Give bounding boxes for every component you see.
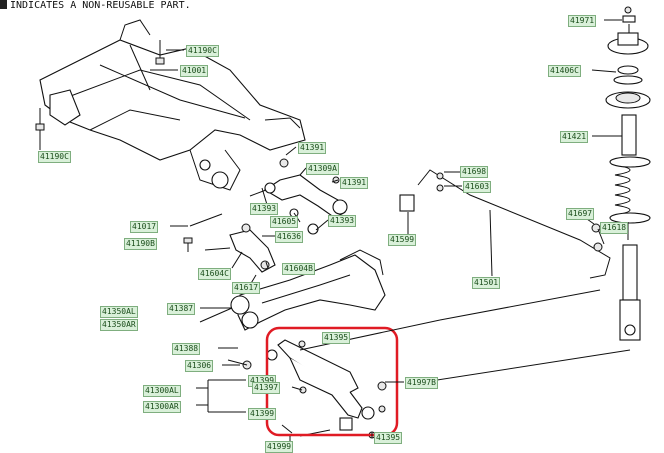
callout-41001[interactable]: 41001 [180, 65, 209, 77]
callout-41971[interactable]: 41971 [568, 15, 597, 27]
callout-41999[interactable]: 41999 [265, 441, 294, 453]
callout-41395-b[interactable]: 41395 [374, 432, 403, 444]
callout-41399-b[interactable]: 41399 [248, 408, 277, 420]
bolts-upper-left [35, 40, 165, 131]
callout-41698[interactable]: 41698 [460, 166, 489, 178]
callout-41309a[interactable]: 41309A [306, 163, 339, 175]
leader-lines [39, 19, 631, 446]
callout-41605[interactable]: 41605 [270, 216, 299, 228]
lower-arm-drawing [266, 339, 387, 439]
stabilizer-bar-drawing [399, 169, 611, 279]
note-text: INDICATES A NON-REUSABLE PART. [10, 0, 191, 11]
non-reusable-marker-icon [0, 0, 7, 9]
callout-41618[interactable]: 41618 [600, 222, 629, 234]
callout-41604b[interactable]: 41604B [282, 263, 315, 275]
callout-41397[interactable]: 41397 [252, 382, 281, 394]
callout-41300al[interactable]: 41300AL [143, 385, 181, 397]
knuckle-drawing [183, 223, 276, 273]
callout-41604c[interactable]: 41604C [198, 268, 231, 280]
callout-41387[interactable]: 41387 [167, 303, 196, 315]
strut-assembly-drawing [591, 6, 651, 341]
callout-41421[interactable]: 41421 [560, 131, 589, 143]
callout-41350ar[interactable]: 41350AR [100, 319, 138, 331]
callout-41190b[interactable]: 41190B [124, 238, 157, 250]
callout-41617[interactable]: 41617 [232, 282, 261, 294]
callout-41190c-left[interactable]: 41190C [38, 151, 71, 163]
callout-41603[interactable]: 41603 [463, 181, 492, 193]
callout-41306[interactable]: 41306 [185, 360, 214, 372]
callout-41393-b[interactable]: 41393 [328, 215, 357, 227]
callout-41406c[interactable]: 41406C [548, 65, 581, 77]
callout-41697[interactable]: 41697 [566, 208, 595, 220]
callout-41017[interactable]: 41017 [130, 221, 159, 233]
callout-41190c-top[interactable]: 41190C [186, 45, 219, 57]
rod-drawing [189, 213, 223, 227]
callout-41391-b[interactable]: 41391 [340, 177, 369, 189]
callout-41997b[interactable]: 41997B [405, 377, 438, 389]
callout-41636[interactable]: 41636 [275, 231, 304, 243]
non-reusable-note: INDICATES A NON-REUSABLE PART. [0, 0, 191, 11]
trailing-arm-drawing [227, 249, 386, 370]
callout-41599[interactable]: 41599 [388, 234, 417, 246]
crossmember-drawing [39, 19, 306, 191]
callout-41300ar[interactable]: 41300AR [143, 401, 181, 413]
callout-41501[interactable]: 41501 [472, 277, 501, 289]
callout-41391-a[interactable]: 41391 [298, 142, 327, 154]
callout-41350al[interactable]: 41350AL [100, 306, 138, 318]
callout-41395-a[interactable]: 41395 [322, 332, 351, 344]
callout-41393-a[interactable]: 41393 [250, 203, 279, 215]
callout-41388[interactable]: 41388 [172, 343, 201, 355]
